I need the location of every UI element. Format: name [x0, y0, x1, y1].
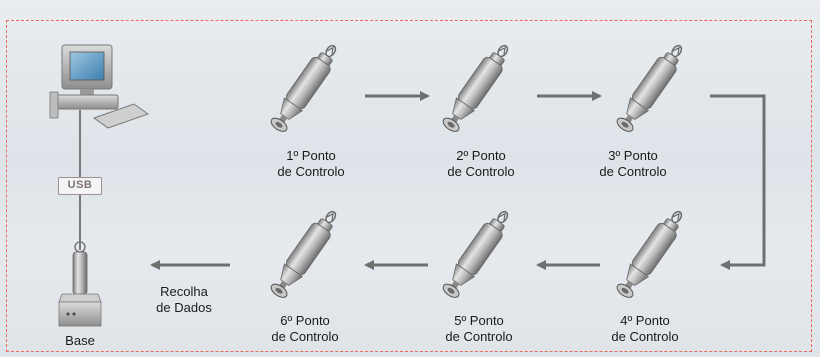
cp3-label: 3º Ponto de Controlo	[578, 148, 688, 180]
data-collection-label: Recolha de Dados	[129, 284, 239, 316]
cp6-label-line2: de Controlo	[271, 329, 339, 344]
cp4-label-line2: de Controlo	[611, 329, 679, 344]
computer-icon	[49, 44, 150, 129]
data-collection-label-line2: de Dados	[156, 300, 212, 315]
cp1-label-line1: 1º Ponto	[286, 148, 336, 163]
cp3-label-line2: de Controlo	[599, 164, 667, 179]
cp3-label-line1: 3º Ponto	[608, 148, 658, 163]
control-point-baton-icon	[612, 39, 690, 136]
cp2-label-line1: 2º Ponto	[456, 148, 506, 163]
cp5-label-line1: 5º Ponto	[454, 313, 504, 328]
control-point-baton-icon	[266, 39, 344, 136]
cp2-label: 2º Ponto de Controlo	[426, 148, 536, 180]
data-collection-label-line1: Recolha	[160, 284, 208, 299]
cp4-label: 4º Ponto de Controlo	[590, 313, 700, 345]
arrow-cp3-cp4	[710, 94, 766, 270]
control-point-baton-icon	[266, 205, 344, 302]
usb-label: USB	[58, 177, 102, 195]
control-point-baton-icon	[612, 205, 690, 302]
cp5-label-line2: de Controlo	[445, 329, 513, 344]
cp1-label-line2: de Controlo	[277, 164, 345, 179]
control-point-baton-icon	[438, 39, 516, 136]
cp4-label-line1: 4º Ponto	[620, 313, 670, 328]
cp5-label: 5º Ponto de Controlo	[424, 313, 534, 345]
cp2-label-line2: de Controlo	[447, 164, 515, 179]
diagram-frame	[6, 20, 812, 352]
cp6-label: 6º Ponto de Controlo	[250, 313, 360, 345]
cp6-label-line1: 6º Ponto	[280, 313, 330, 328]
base-station-icon	[58, 241, 102, 327]
cp1-label: 1º Ponto de Controlo	[256, 148, 366, 180]
control-point-baton-icon	[438, 205, 516, 302]
base-label: Base	[65, 333, 95, 348]
